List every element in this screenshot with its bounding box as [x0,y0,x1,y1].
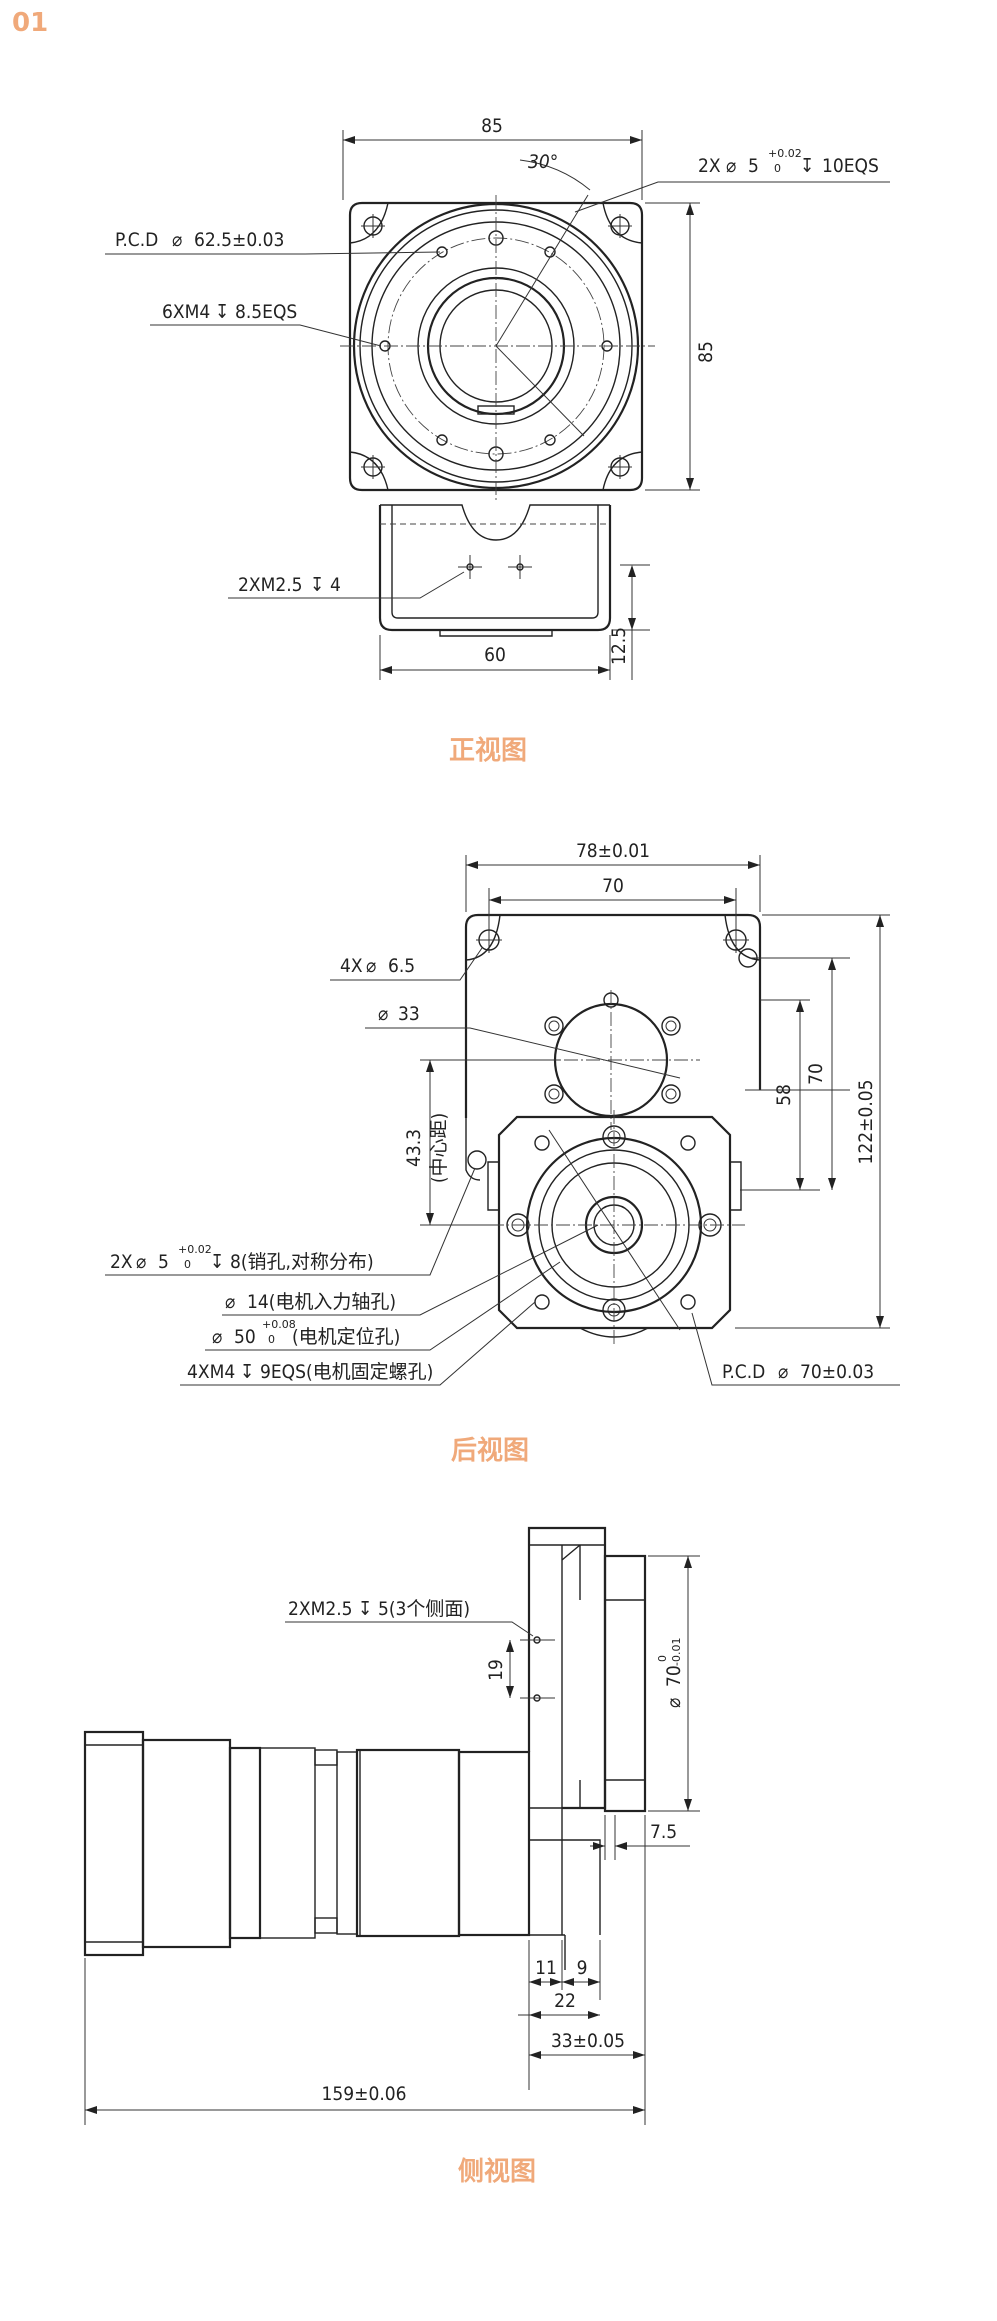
rear-pcd-val: 70±0.03 [800,1361,874,1383]
rear-shaft-hole: 14(电机入力轴孔) [247,1291,396,1313]
front-angle-dim: 30° [528,151,558,173]
front-side-tap-depth: 4 [330,574,341,596]
rear-mount-holes-pre: 4X [340,955,363,977]
svg-text:⌀: ⌀ [172,229,182,251]
front-base-height-dim: 12.5 [608,627,630,665]
rear-pin-post: 8(销孔,对称分布) [230,1251,374,1273]
svg-text:↧: ↧ [240,1361,254,1383]
front-view-caption: 正视图 [449,736,527,766]
rear-pin-mid: 5 [158,1251,169,1273]
side-d22-dim: 22 [554,1990,576,2012]
svg-text:⌀: ⌀ [726,155,736,177]
svg-text:⌀: ⌀ [778,1361,788,1383]
side-view-caption: 侧视图 [458,2157,536,2187]
rear-pin-tol-dn: 0 [184,1258,191,1271]
svg-text:↧: ↧ [210,1251,224,1273]
svg-text:⌀: ⌀ [663,1698,685,1708]
rear-pilot-post: (电机定位孔) [292,1326,400,1348]
front-pin-mid: 5 [748,155,759,177]
side-d9-dim: 9 [577,1957,588,1979]
front-tap-depth: 8.5EQS [235,301,297,323]
side-tap-post: 5(3个侧面) [378,1598,470,1620]
rear-view-caption: 后视图 [451,1436,529,1466]
side-d11-dim: 11 [535,1957,557,1979]
front-height-dim: 85 [695,341,717,363]
rear-pilot-mid: 50 [234,1326,256,1348]
front-pin-pre: 2X [698,155,721,177]
svg-text:↧: ↧ [215,301,229,323]
rear-pin-pre: 2X [110,1251,133,1273]
front-view: 85 30° 2X ⌀ 5 +0.02 0 ↧ 10EQS 85 P.C.D ⌀… [105,115,890,766]
svg-text:↧: ↧ [310,574,324,596]
side-dia-tol-up: 0 [656,1655,669,1662]
svg-text:↧: ↧ [800,155,814,177]
front-pin-tol-up: +0.02 [768,147,802,160]
rear-motor-screws: 4XM4 [187,1361,235,1383]
rear-pilot-tol-dn: 0 [268,1333,275,1346]
front-pin-post: 10EQS [822,155,879,177]
side-tap-pre: 2XM2.5 [288,1598,353,1620]
rear-h70-dim: 70 [805,1063,827,1085]
rear-center-dist-dim: 43.3 [403,1129,425,1167]
front-pcd-pre: P.C.D [115,229,158,251]
rear-view: 78±0.01 70 122±0.05 70 58 43.3 (中心距) 4X … [105,840,900,1466]
rear-boss-dia: 33 [398,1003,420,1025]
front-base-width-dim: 60 [484,644,506,666]
side-d33-dim: 33±0.05 [551,2030,625,2052]
front-tap-holes: 6XM4 [162,301,210,323]
rear-pcd-pre: P.C.D [722,1361,765,1383]
svg-text:⌀: ⌀ [225,1291,235,1313]
front-pin-tol-dn: 0 [774,162,781,175]
front-width-dim: 85 [481,115,503,137]
rear-pin-tol-up: +0.02 [178,1243,212,1256]
rear-width-outer-dim: 78±0.01 [576,840,650,862]
rear-motor-screws-post: 9EQS(电机固定螺孔) [260,1361,433,1383]
front-pcd-val: 62.5±0.03 [194,229,284,251]
rear-pilot-tol-up: +0.08 [262,1318,296,1331]
side-dia-mid: 70 [663,1665,685,1687]
svg-text:⌀: ⌀ [136,1251,146,1273]
svg-text:↧: ↧ [358,1598,372,1620]
rear-center-dist-label: (中心距) [428,1113,450,1183]
rear-h58-dim: 58 [773,1084,795,1106]
page-number: 01 [12,8,49,38]
side-d7-5-dim: 7.5 [650,1821,677,1843]
side-view: 2XM2.5 ↧ 5(3个侧面) 19 ⌀ 70 0 -0.01 7.5 11 … [83,1526,700,2187]
svg-text:⌀: ⌀ [212,1326,222,1348]
svg-text:⌀: ⌀ [366,955,376,977]
side-total-dim: 159±0.06 [322,2083,407,2105]
side-dia-tol-dn: -0.01 [670,1638,683,1666]
rear-mount-holes-val: 6.5 [388,955,415,977]
rear-width-inner-dim: 70 [602,875,624,897]
svg-text:⌀: ⌀ [378,1003,388,1025]
rear-h122-dim: 122±0.05 [855,1080,877,1165]
front-side-tap: 2XM2.5 [238,574,303,596]
side-spacing-dim: 19 [485,1659,507,1681]
